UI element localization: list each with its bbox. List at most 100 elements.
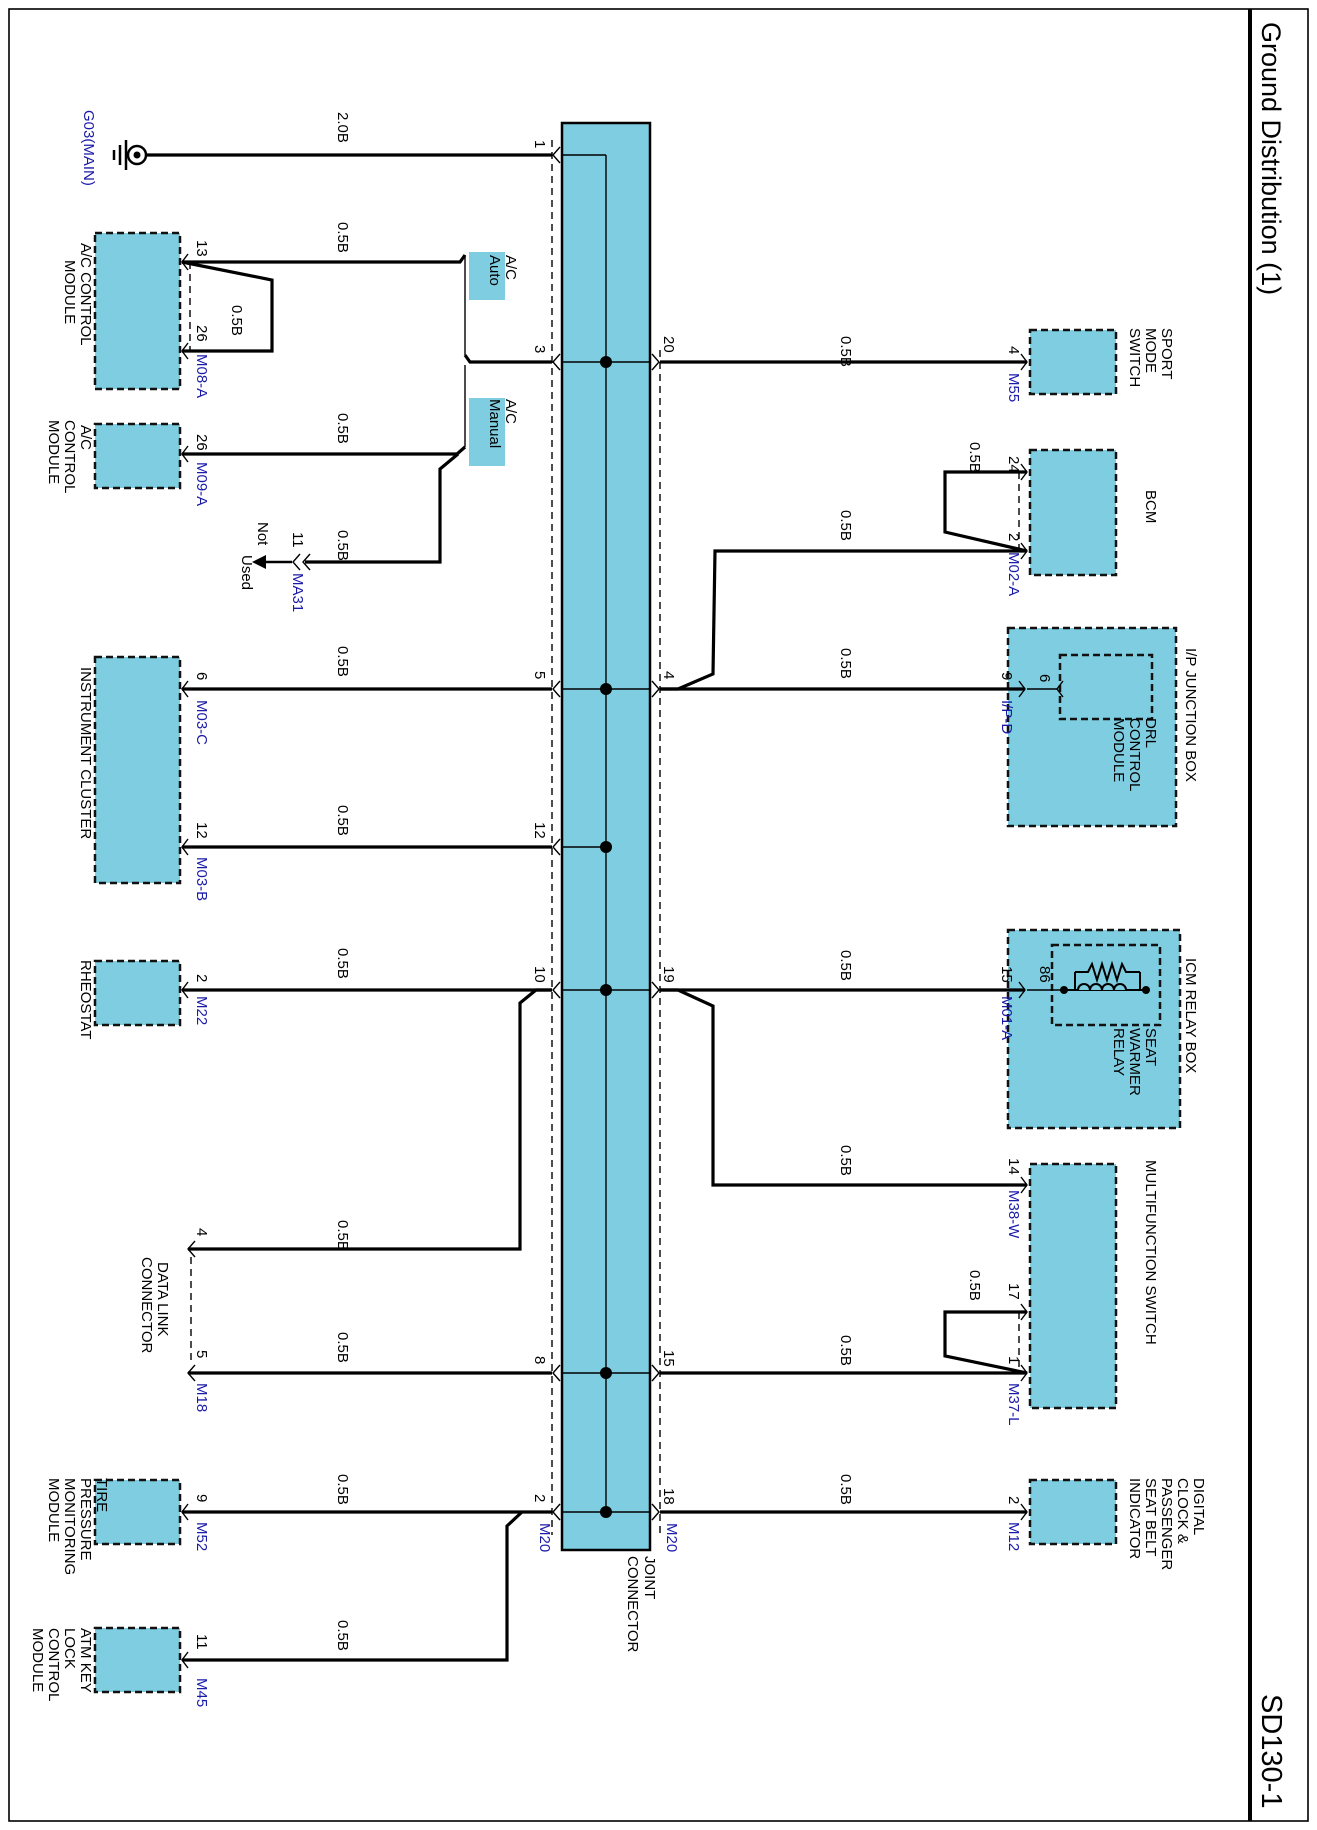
sport-connector: M55	[1005, 373, 1022, 402]
bcm	[1028, 448, 1118, 577]
atm-connector: M45	[193, 1678, 210, 1707]
ac-manual-name-2: CONTROL	[61, 420, 78, 493]
mfs-connector-b: M37-L	[1005, 1383, 1022, 1426]
tire-pressure-monitoring-module	[93, 1478, 182, 1546]
seat-relay-name-2: WARMER	[1126, 1028, 1143, 1096]
tpms-name-1: TIRE	[93, 1478, 110, 1512]
ipjb-wire: 0.5B	[837, 648, 854, 679]
auto-ac-variant-box	[469, 252, 505, 300]
sport-pin: 4	[1005, 346, 1022, 354]
jc-pin-20: 20	[660, 336, 677, 353]
drl-name-3: MODULE	[1110, 718, 1127, 782]
tpms-name-2: PRESSURE	[77, 1478, 94, 1561]
cluster-connector-c: M03-C	[193, 700, 210, 745]
tpms-wire: 0.5B	[334, 1474, 351, 1505]
ac-control-module-auto	[93, 231, 182, 391]
mfs-wire-c: 0.5B	[837, 1335, 854, 1366]
jc-pin-12: 12	[531, 822, 548, 839]
jc-pin-5: 5	[531, 671, 548, 679]
ac-auto-wire-a: 0.5B	[334, 222, 351, 253]
cluster-pin-12: 12	[193, 822, 210, 839]
jc-pin-10: 10	[531, 966, 548, 983]
tpms-name-4: MODULE	[45, 1478, 62, 1542]
drl-control-module	[1058, 653, 1154, 721]
clock-name-1: DIGITAL	[1190, 1478, 1207, 1535]
tpms-connector: M52	[193, 1522, 210, 1551]
ac-auto-pin-26: 26	[193, 325, 210, 342]
atm-key-lock-control-module	[93, 1626, 182, 1694]
mfs-wire-b: 0.5B	[966, 1270, 983, 1301]
not-used-wire: 0.5B	[334, 530, 351, 561]
ac-control-module-manual	[93, 422, 182, 490]
clock-name-4: SEAT BELT	[1142, 1478, 1159, 1556]
bcm-pin-24: 24	[1005, 456, 1022, 473]
jc-pin-4: 4	[660, 671, 677, 679]
atm-name-1: ATM KEY	[77, 1628, 94, 1693]
cluster-pin-6: 6	[193, 672, 210, 680]
ac-auto-name-2: MODULE	[61, 260, 78, 324]
not-used-label-1: Not	[254, 522, 271, 546]
page-code: SD130-1	[1255, 1694, 1287, 1808]
not-used-pin: 11	[289, 532, 306, 548]
dlc-pin-5: 5	[193, 1350, 210, 1358]
clock-name-5: INDICATOR	[1126, 1478, 1143, 1559]
seat-relay-name-1: SEAT	[1142, 1028, 1159, 1066]
atm-name-2: LOCK	[61, 1628, 78, 1669]
joint-right-terminals	[651, 353, 660, 1521]
jc-pin-3: 3	[531, 345, 548, 353]
sport-name-2: MODE	[1142, 328, 1159, 373]
ground-wire-label: 2.0B	[334, 112, 351, 143]
ground-symbol	[112, 140, 552, 170]
rheostat-pin: 2	[193, 974, 210, 982]
sport-mode-switch	[1028, 328, 1118, 396]
mfs-connector-a: M38-W	[1005, 1190, 1022, 1239]
ipjb-name: I/P JUNCTION BOX	[1182, 648, 1199, 782]
ac-auto-pin-13: 13	[193, 240, 210, 257]
clock-connector: M12	[1005, 1522, 1022, 1551]
manual-ac-variant-box	[469, 398, 505, 466]
joint-connector-label: JOINT	[641, 1556, 658, 1599]
icm-name: ICM RELAY BOX	[1182, 958, 1199, 1073]
icm-connector: M01-A	[998, 996, 1015, 1040]
not-used-arrow-icon	[252, 555, 266, 569]
atm-wire: 0.5B	[334, 1620, 351, 1651]
mfs-pin-17: 17	[1005, 1283, 1022, 1300]
joint-connector-id-right: M20	[663, 1523, 680, 1552]
mfs-wire-a: 0.5B	[837, 1145, 854, 1176]
joint-connector	[551, 121, 661, 1552]
jc-pin-2: 2	[531, 1494, 548, 1502]
ac-manual-pin: 26	[193, 434, 210, 451]
ac-manual-connector: M09-A	[193, 462, 210, 506]
sport-wire: 0.5B	[837, 336, 854, 367]
bcm-name: BCM	[1142, 490, 1159, 523]
jc-pin-15: 15	[660, 1350, 677, 1367]
multifunction-switch	[1028, 1162, 1118, 1410]
dlc-name-2: CONNECTOR	[138, 1257, 155, 1354]
bcm-connector: M02-A	[1005, 552, 1022, 596]
joint-connector-label-2: CONNECTOR	[624, 1556, 641, 1653]
ac-auto-wire-b: 0.5B	[228, 305, 245, 336]
joint-left-terminals	[552, 146, 561, 1521]
drl-name-1: DRL	[1142, 718, 1159, 748]
tpms-name-3: MONITORING	[61, 1478, 78, 1575]
bcm-wire-b: 0.5B	[837, 510, 854, 541]
icm-pin: 15	[998, 966, 1015, 983]
drl-name-2: CONTROL	[1126, 718, 1143, 791]
dlc-wire-b: 0.5B	[334, 1332, 351, 1363]
mfs-name: MULTIFUNCTION SWITCH	[1142, 1160, 1159, 1345]
dlc-pin-4: 4	[193, 1228, 210, 1236]
dlc-name-1: DATA LINK	[154, 1262, 171, 1336]
bcm-pin-2: 2	[1005, 533, 1022, 541]
joint-bus	[562, 356, 650, 1518]
icm-inner-pin: 86	[1036, 966, 1053, 983]
rheostat	[93, 959, 182, 1027]
page-border	[8, 8, 1309, 1822]
clock-wire: 0.5B	[837, 1474, 854, 1505]
cluster-wire-b: 0.5B	[334, 805, 351, 836]
atm-name-3: CONTROL	[45, 1628, 62, 1701]
ac-manual-name-3: MODULE	[45, 420, 62, 484]
icm-wire: 0.5B	[837, 950, 854, 981]
cluster-wire-c: 0.5B	[334, 646, 351, 677]
clock-name-2: CLOCK &	[1174, 1478, 1191, 1544]
